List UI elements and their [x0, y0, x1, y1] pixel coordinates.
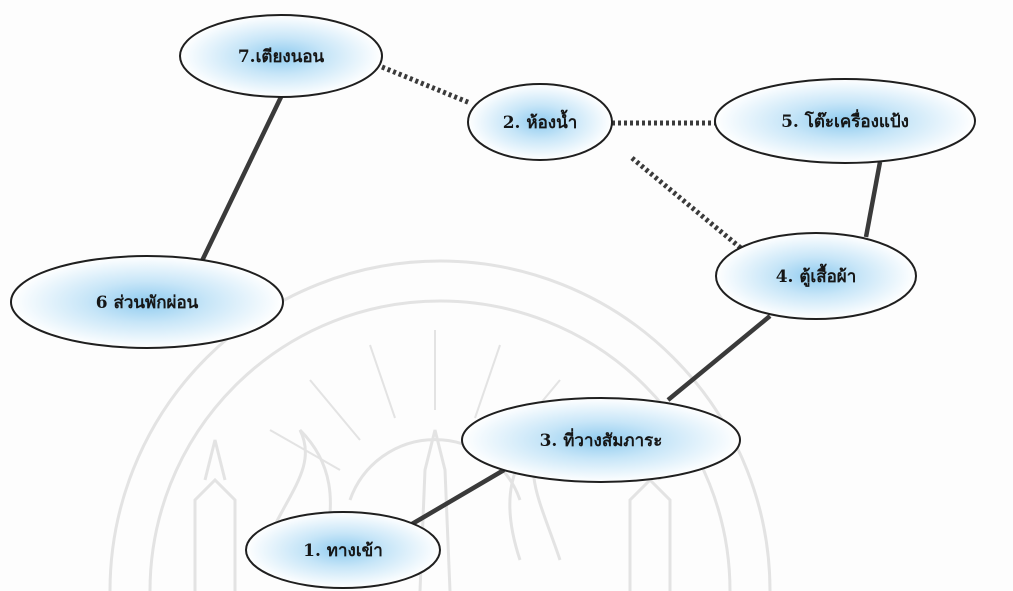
edge-n4-n3-solid [666, 314, 772, 402]
node-label: 5. โต๊ะเครื่องแป้ง [781, 109, 909, 132]
node-label: 6 ส่วนพักผ่อน [96, 293, 199, 313]
edge-n2-n4-dashed [630, 156, 750, 256]
node-label: 4. ตู้เสื้อผ้า [776, 263, 857, 288]
node-ellipse [467, 83, 613, 161]
edge-n3-n1-solid [410, 468, 506, 526]
node-n3[interactable]: 3. ที่วางสัมภาระ [461, 397, 741, 483]
node-label: 7.เตียงนอน [238, 46, 325, 67]
node-n1[interactable]: 1. ทางเข้า [245, 511, 441, 589]
node-n2[interactable]: 2. ห้องน้ำ [467, 83, 613, 161]
seal-center-spire [418, 429, 452, 591]
node-ellipse [714, 78, 976, 164]
node-ellipse [179, 14, 383, 98]
node-ellipse [10, 255, 284, 349]
node-n6[interactable]: 6 ส่วนพักผ่อน [10, 255, 284, 349]
edge-n7-n6-solid [197, 96, 284, 266]
edge-n5-n4-solid [863, 161, 883, 238]
node-ellipse [461, 397, 741, 483]
node-n7[interactable]: 7.เตียงนอน [179, 14, 383, 98]
nodes-layer: 1. ทางเข้า 2. ห้องน้ำ 3. ที่วางสัมภาระ 4. ต… [10, 14, 976, 589]
node-ellipse [245, 511, 441, 589]
node-label: 2. ห้องน้ำ [503, 109, 578, 133]
seal-left-ornament [258, 428, 332, 561]
node-n4[interactable]: 4. ตู้เสื้อผ้า [715, 232, 917, 320]
node-n5[interactable]: 5. โต๊ะเครื่องแป้ง [714, 78, 976, 164]
node-label: 3. ที่วางสัมภาระ [540, 428, 663, 451]
node-ellipse [715, 232, 917, 320]
seal-left-tower [193, 439, 237, 591]
node-label: 1. ทางเข้า [303, 541, 383, 561]
edges-layer [197, 64, 883, 526]
edge-n7-n2-dashed [381, 64, 471, 106]
